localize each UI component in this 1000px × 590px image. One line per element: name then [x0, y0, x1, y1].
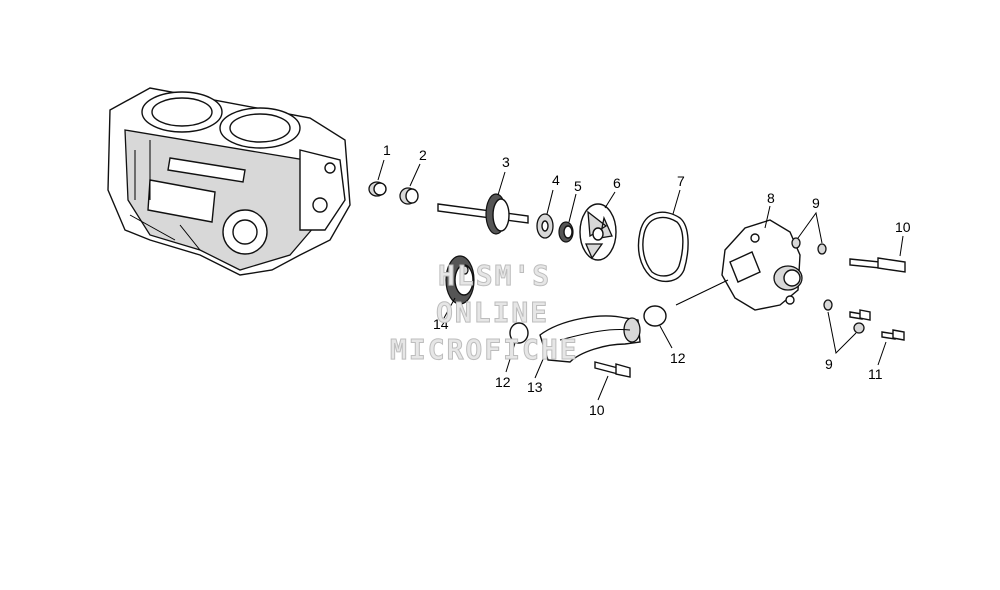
- part-4-washer: [536, 189, 554, 239]
- part-12-o-ring-right: [643, 305, 673, 349]
- part-2-bushing: [399, 163, 421, 205]
- watermark: HLSM'S ONLINE MICROFICHE: [390, 259, 579, 367]
- part-10-bolt-right: [849, 235, 906, 273]
- part-13-coolant-pipe: [534, 315, 641, 379]
- callout-1: 1: [383, 142, 391, 158]
- callout-6: 6: [613, 175, 621, 191]
- callout-9-lower: 9: [825, 356, 833, 372]
- part-7-gasket: [637, 189, 689, 283]
- callout-13: 13: [527, 379, 543, 395]
- callout-4: 4: [552, 172, 560, 188]
- watermark-line-1: HLSM'S: [438, 259, 551, 292]
- callout-5: 5: [574, 178, 582, 194]
- callout-11: 11: [868, 366, 883, 382]
- callout-12-right: 12: [670, 350, 686, 366]
- callout-14: 14: [433, 316, 449, 332]
- callout-7: 7: [677, 173, 685, 189]
- callout-10-right: 10: [895, 219, 911, 235]
- part-3-pump-shaft-gear: [437, 171, 529, 235]
- part-1-bushing: [368, 159, 387, 197]
- part-14-gear: [443, 255, 475, 319]
- callout-8: 8: [767, 190, 775, 206]
- part-6-impeller: [579, 191, 617, 261]
- callout-12-left: 12: [495, 374, 511, 390]
- part-9-washers-lower: [823, 299, 865, 355]
- part-10-bolt-lower: [594, 361, 631, 401]
- part-9-washers-upper: [791, 211, 827, 255]
- callout-10-lower: 10: [589, 402, 605, 418]
- part-12-o-ring-left: [505, 322, 529, 373]
- watermark-line-2: ONLINE: [436, 296, 549, 329]
- part-8-pump-housing: [721, 205, 803, 311]
- watermark-line-3: MICROFICHE: [390, 333, 579, 366]
- engine-crankcase-block: [107, 87, 351, 276]
- callout-3: 3: [502, 154, 510, 170]
- callout-9-upper: 9: [812, 195, 820, 211]
- callout-2: 2: [419, 147, 427, 163]
- part-5-seal: [558, 193, 577, 243]
- part-11-bolts: [849, 309, 905, 366]
